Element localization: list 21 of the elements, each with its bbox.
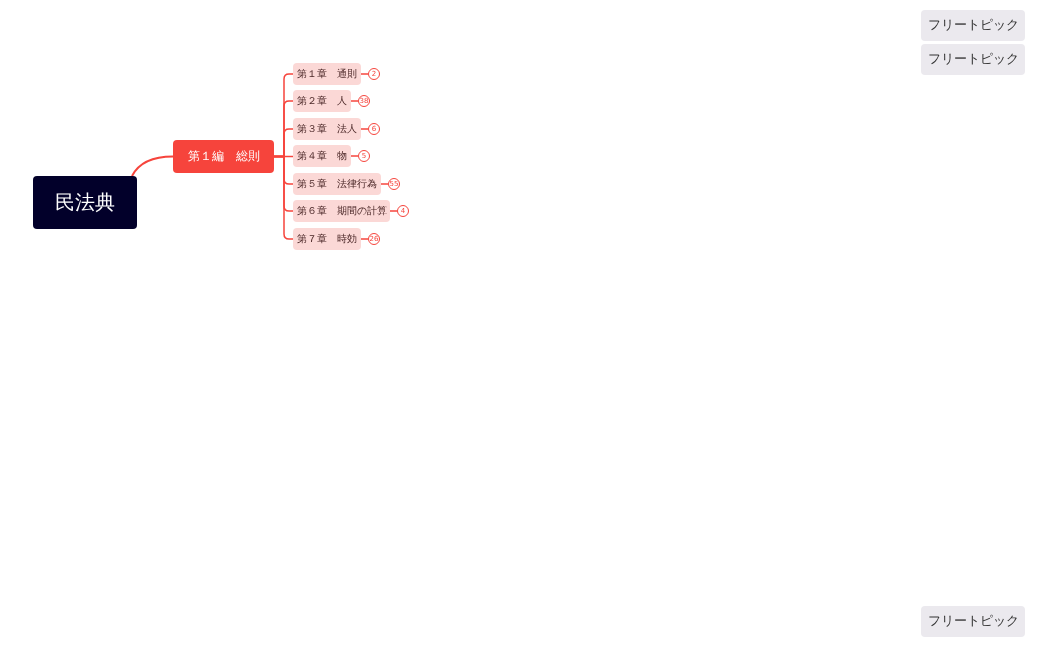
- connector-line: [131, 155, 174, 177]
- connector-line: [360, 238, 369, 240]
- subtopic-box: 第５章 法律行為: [293, 173, 381, 195]
- main-topic-box: 第１編 総則: [173, 140, 274, 173]
- connector-line: [350, 100, 359, 102]
- subtopic-box: 第６章 期間の計算: [293, 200, 390, 222]
- connector-line: [380, 183, 389, 185]
- subtopic-box: 第１章 通則: [293, 63, 361, 85]
- subtopic-box: 第７章 時効: [293, 228, 361, 250]
- subtopic-box: 第４章 物: [293, 145, 351, 167]
- floating-topic-box: フリートピック: [921, 10, 1025, 41]
- subtopic-box: 第２章 人: [293, 90, 351, 112]
- connector-line: [350, 155, 359, 157]
- floating-topic-box: フリートピック: [921, 44, 1025, 75]
- connector-line: [273, 155, 294, 240]
- connector-line: [360, 128, 369, 130]
- root-topic-box: 民法典: [33, 176, 137, 229]
- subtopic-box: 第３章 法人: [293, 118, 361, 140]
- floating-topic-box: フリートピック: [921, 606, 1025, 637]
- connector-line: [389, 210, 398, 212]
- connector-line: [360, 73, 369, 75]
